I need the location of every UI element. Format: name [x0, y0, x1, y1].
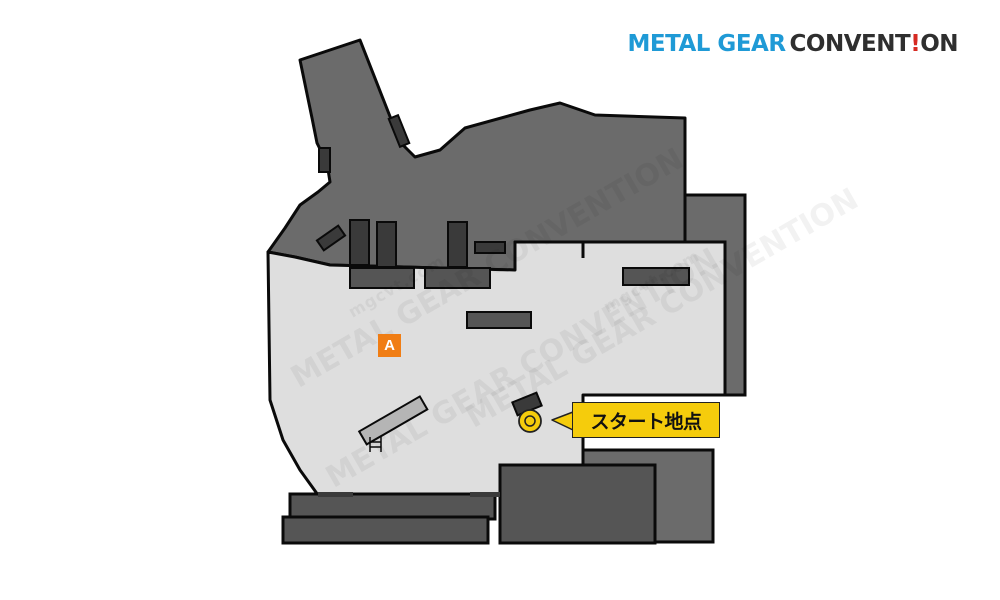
- wall-segment-left: [349, 267, 415, 289]
- wall-segment-right: [424, 267, 491, 289]
- area-marker-a[interactable]: A: [378, 334, 401, 357]
- ladder-icon: [369, 437, 382, 452]
- crate-small: [474, 241, 506, 254]
- crate-diagonal: [315, 224, 347, 252]
- brand-part-2a: CONVENT: [789, 31, 911, 57]
- brand-part-2: CONVENT!ON: [789, 31, 959, 57]
- cliff-notch-west: [318, 147, 331, 173]
- start-point-label: スタート地点: [572, 402, 720, 438]
- barrier-center: [466, 311, 532, 329]
- crate-tall-1: [349, 219, 370, 266]
- step-upper: [288, 492, 497, 521]
- cliff-notch-north: [387, 113, 411, 149]
- barrier-east: [622, 267, 690, 286]
- dark-block-south: [498, 463, 657, 545]
- brand-part-2b: ON: [920, 31, 958, 57]
- brand-bang: !: [910, 31, 921, 57]
- crate-tall-2: [376, 221, 397, 268]
- ramp-table: [357, 395, 429, 446]
- crate-tall-3: [447, 221, 468, 268]
- brand-part-1: METAL GEAR: [627, 31, 786, 57]
- lip-bottom-center: [470, 492, 500, 497]
- start-point-icon[interactable]: [518, 409, 542, 433]
- step-lower: [281, 515, 490, 545]
- lip-bottom-left: [318, 492, 353, 497]
